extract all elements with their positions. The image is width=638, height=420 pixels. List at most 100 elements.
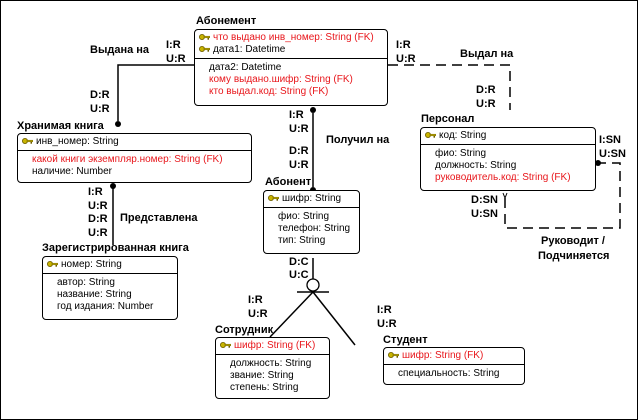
constraint-label: I:R bbox=[88, 186, 103, 198]
constraint-label: I:R bbox=[377, 304, 392, 316]
attribute: кто выдал.код: String (FK) bbox=[209, 86, 329, 97]
primary-key-section: номер: String bbox=[43, 257, 177, 274]
entity-title-personal: Персонал bbox=[421, 113, 475, 125]
primary-key-section: шифр: String bbox=[264, 191, 359, 208]
attribute: кому выдано.шифр: String (FK) bbox=[209, 74, 353, 85]
constraint-label: U:R bbox=[289, 159, 309, 171]
line-rukovodit bbox=[504, 162, 621, 229]
entity-title-sotrudnik: Сотрудник bbox=[215, 324, 274, 336]
entity-title-abonent: Абонент bbox=[265, 176, 312, 188]
constraint-label: D:SN bbox=[471, 194, 498, 206]
constraint-label: I:R bbox=[289, 109, 304, 121]
attribute: должность: String bbox=[230, 358, 312, 369]
rel-label-rukovodit: Руководит / bbox=[541, 235, 605, 247]
key-attribute: шифр: String (FK) bbox=[220, 340, 325, 352]
constraint-label: D:R bbox=[289, 145, 309, 157]
attribute: автор: String bbox=[57, 277, 115, 288]
attribute-text: что выдано инв_номер: String (FK) bbox=[213, 32, 374, 43]
constraint-label: U:R bbox=[289, 123, 309, 135]
line-vydal-na bbox=[388, 64, 511, 110]
constraint-label: D:R bbox=[476, 84, 496, 96]
entity-title-abonement: Абонемент bbox=[196, 15, 257, 27]
attribute-text: дата1: Datetime bbox=[213, 44, 286, 55]
rel-label-poluchil-na: Получил на bbox=[326, 134, 390, 146]
key-attribute: шифр: String bbox=[268, 193, 355, 205]
key-attribute: что выдано инв_номер: String (FK) bbox=[199, 32, 383, 44]
attribute: должность: String bbox=[435, 160, 517, 171]
rel-label-vydana-na: Выдана на bbox=[90, 44, 150, 56]
line-to-sotrudnik bbox=[269, 291, 314, 338]
entity-title-hranimaya: Хранимая книга bbox=[17, 120, 104, 132]
constraint-label: D:R bbox=[90, 89, 110, 101]
constraint-label: U:R bbox=[90, 103, 110, 115]
constraint-label: U:R bbox=[88, 200, 108, 212]
constraint-label: I:R bbox=[396, 39, 411, 51]
attribute: специальность: String bbox=[398, 368, 500, 379]
attribute: название: String bbox=[57, 289, 132, 300]
constraint-label: U:SN bbox=[599, 148, 626, 160]
attribute: наличие: Number bbox=[32, 166, 112, 177]
attribute: дата2: Datetime bbox=[209, 62, 282, 73]
constraint-label: D:R bbox=[88, 213, 108, 225]
key-attribute: номер: String bbox=[47, 259, 173, 271]
attribute: год издания: Number bbox=[57, 301, 154, 312]
attribute-text: код: String bbox=[439, 130, 487, 141]
primary-key-section: шифр: String (FK) bbox=[216, 338, 329, 355]
constraint-label: U:C bbox=[289, 269, 309, 281]
key-icon bbox=[220, 341, 232, 349]
attribute: фио: String bbox=[435, 148, 487, 159]
primary-key-section: шифр: String (FK) bbox=[384, 348, 524, 365]
attribute-text: номер: String bbox=[61, 259, 122, 270]
constraint-label: U:R bbox=[248, 308, 268, 320]
attribute: тип: String bbox=[278, 235, 326, 246]
attribute: телефон: String bbox=[278, 223, 351, 234]
constraint-label: U:R bbox=[88, 227, 108, 239]
line-vydana-na bbox=[117, 64, 194, 121]
attribute-text: шифр: String bbox=[282, 193, 342, 204]
key-icon bbox=[199, 33, 211, 41]
diamond-icon bbox=[502, 192, 508, 200]
constraint-label: I:SN bbox=[599, 134, 621, 146]
constraint-label: U:R bbox=[396, 53, 416, 65]
line-to-student bbox=[312, 291, 356, 346]
key-attribute: шифр: String (FK) bbox=[388, 350, 520, 362]
entity-title-student: Студент bbox=[383, 334, 428, 346]
key-icon bbox=[22, 137, 34, 145]
attribute: руководитель.код: String (FK) bbox=[435, 172, 571, 183]
rel-label-podchinyaetsya: Подчиняется bbox=[538, 250, 610, 262]
key-icon bbox=[199, 45, 211, 53]
constraint-label: U:R bbox=[166, 53, 186, 65]
attribute-text: инв_номер: String bbox=[36, 136, 119, 147]
primary-key-section: инв_номер: String bbox=[18, 134, 251, 151]
attribute: степень: String bbox=[230, 382, 299, 393]
key-icon bbox=[268, 194, 280, 202]
key-attribute: дата1: Datetime bbox=[199, 44, 383, 56]
category-symbol bbox=[306, 278, 320, 292]
primary-key-section: код: String bbox=[421, 128, 595, 145]
constraint-label: I:R bbox=[166, 39, 181, 51]
key-attribute: код: String bbox=[425, 130, 591, 142]
rel-label-predstavlena: Представлена bbox=[120, 212, 198, 224]
primary-key-section: что выдано инв_номер: String (FK)дата1: … bbox=[195, 30, 387, 59]
constraint-label: U:R bbox=[476, 98, 496, 110]
attribute: какой книги экземпляр.номер: String (FK) bbox=[32, 154, 223, 165]
key-icon bbox=[388, 351, 400, 359]
attribute: фио: String bbox=[278, 211, 330, 222]
constraint-label: U:SN bbox=[471, 208, 498, 220]
constraint-label: U:R bbox=[377, 318, 397, 330]
constraint-label: D:C bbox=[289, 256, 309, 268]
entity-abonement[interactable]: что выдано инв_номер: String (FK)дата1: … bbox=[194, 29, 388, 106]
key-icon bbox=[47, 260, 59, 268]
entity-hranimaya[interactable]: инв_номер: String какой книги экземпляр.н… bbox=[17, 133, 252, 183]
entity-student[interactable]: шифр: String (FK) специальность: String bbox=[383, 347, 525, 385]
key-attribute: инв_номер: String bbox=[22, 136, 247, 148]
